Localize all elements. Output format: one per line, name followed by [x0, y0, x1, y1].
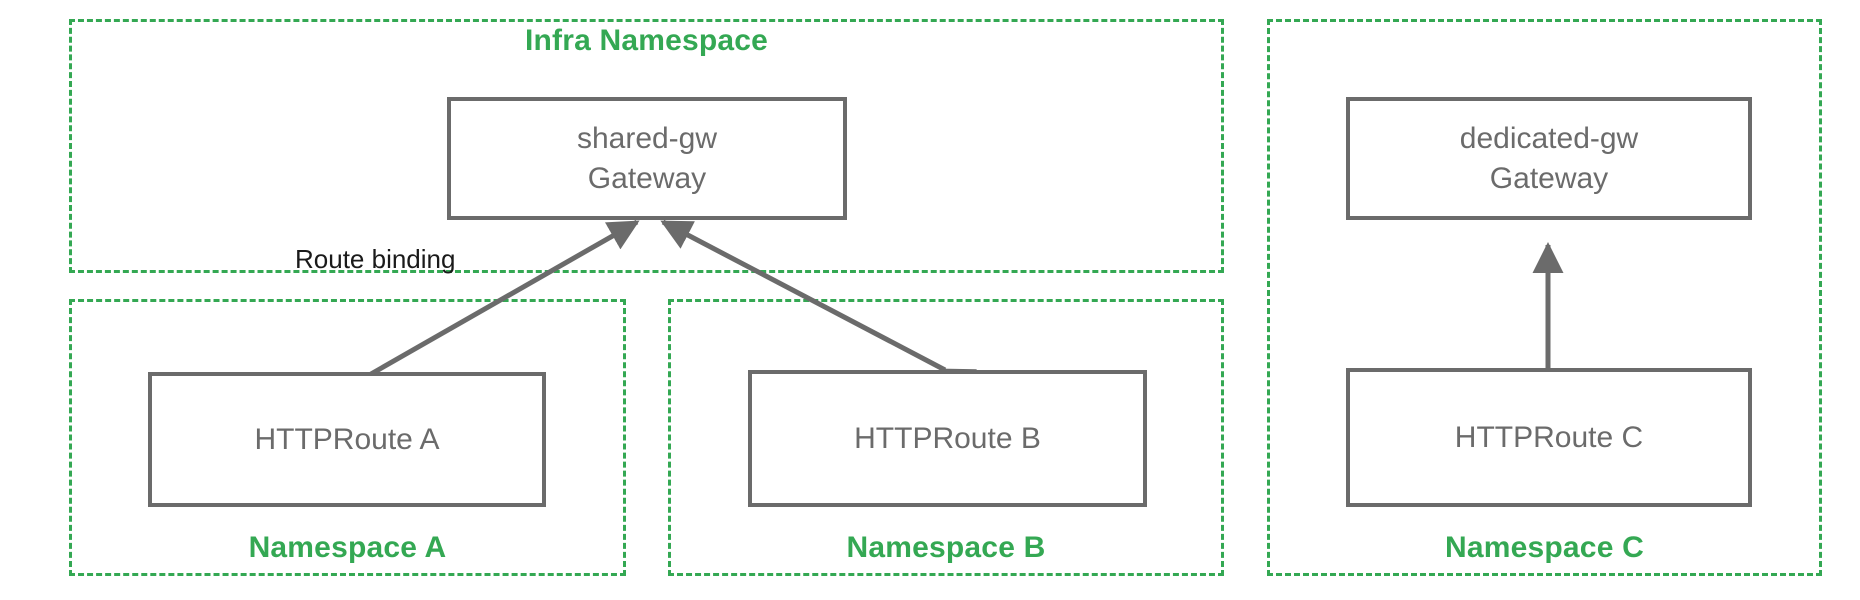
node-route-b[interactable]: HTTPRoute B — [748, 370, 1147, 507]
namespace-label-c: Namespace C — [1445, 531, 1644, 564]
node-shared-gw-line1: shared-gw — [576, 121, 718, 155]
node-route-a-label: HTTPRoute A — [254, 422, 440, 456]
node-route-a[interactable]: HTTPRoute A — [148, 372, 546, 507]
namespace-label-b: Namespace B — [846, 531, 1046, 564]
namespace-box-c — [1267, 19, 1822, 576]
namespace-label-infra: Infra Namespace — [524, 24, 769, 57]
node-route-b-label: HTTPRoute B — [854, 421, 1041, 455]
node-route-c-label: HTTPRoute C — [1454, 420, 1644, 454]
node-shared-gw-line2: Gateway — [587, 161, 707, 195]
namespace-box-infra — [69, 19, 1224, 273]
namespace-label-a: Namespace A — [248, 531, 447, 564]
edge-label-route-binding: Route binding — [295, 244, 456, 274]
node-dedicated-gw-line1: dedicated-gw — [1459, 121, 1639, 155]
node-shared-gw[interactable]: shared-gw Gateway — [447, 97, 847, 220]
node-dedicated-gw[interactable]: dedicated-gw Gateway — [1346, 97, 1752, 220]
node-dedicated-gw-line2: Gateway — [1489, 161, 1609, 195]
node-route-c[interactable]: HTTPRoute C — [1346, 368, 1752, 507]
